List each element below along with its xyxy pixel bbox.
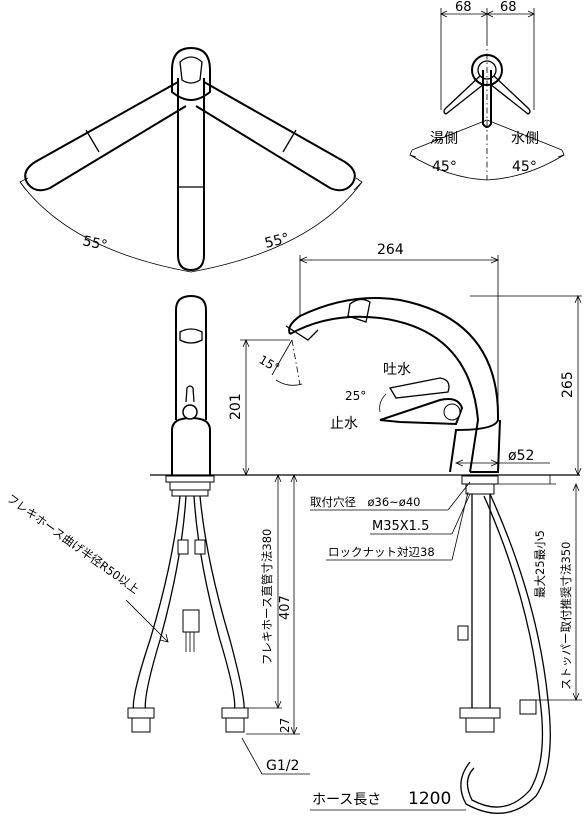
install-callouts: 取付穴径 ø36~ø40 M35X1.5 ロックナット対辺38 最大25最小5 … [310,475,582,811]
hole-diameter-label: 取付穴径 ø36~ø40 [310,495,420,509]
overall-length-label: 407 [278,595,293,620]
hot-angle-label: 45° [432,159,457,175]
hot-side-label: 湯側 [430,130,458,147]
cold-angle-label: 45° [512,159,537,175]
base-diameter-label: ø52 [508,448,534,464]
side-width-label: 264 [377,242,404,258]
stopper-label: ストッパー取付推奨寸法350 [559,542,573,690]
lock-nut-label: ロックナット対辺38 [328,545,435,559]
spout-height-label: 201 [228,393,244,420]
side-view: 15° 吐水 25° 止水 [150,297,580,814]
swing-angle-right: 55° [263,230,291,252]
thickness-label: 最大25最小5 [533,530,547,598]
cold-side-label: 水側 [511,131,539,147]
water-off-label: 止水 [330,416,358,432]
pipe-thread-label: G1/2 [266,758,299,774]
handle-dim-right: 68 [500,0,517,15]
hose-length-value: 1200 [408,789,451,809]
side-height-label: 265 [560,371,576,398]
top-view: 55° 55° [19,46,363,273]
thread-label: M35X1.5 [372,519,429,534]
bend-radius-label: フレキホース曲げ半径R50以上 [4,491,142,596]
water-on-label: 吐水 [383,362,411,378]
front-view: フレキホース曲げ半径R50以上 [4,294,249,733]
spout-angle-label: 15° [257,352,282,375]
bottom-dim-label: 27 [278,718,292,733]
flex-length-label: フレキホース直管寸法380 [260,529,274,665]
lever-angle-label: 25° [345,389,366,403]
side-dimensions: 264 265 201 ø52 [228,242,582,477]
swing-angle-left: 55° [81,233,109,254]
hose-length-label: ホース長さ [312,792,381,808]
handle-dim-left: 68 [455,0,472,15]
handle-view: 68 68 湯側 水側 45° 45° [409,0,565,181]
